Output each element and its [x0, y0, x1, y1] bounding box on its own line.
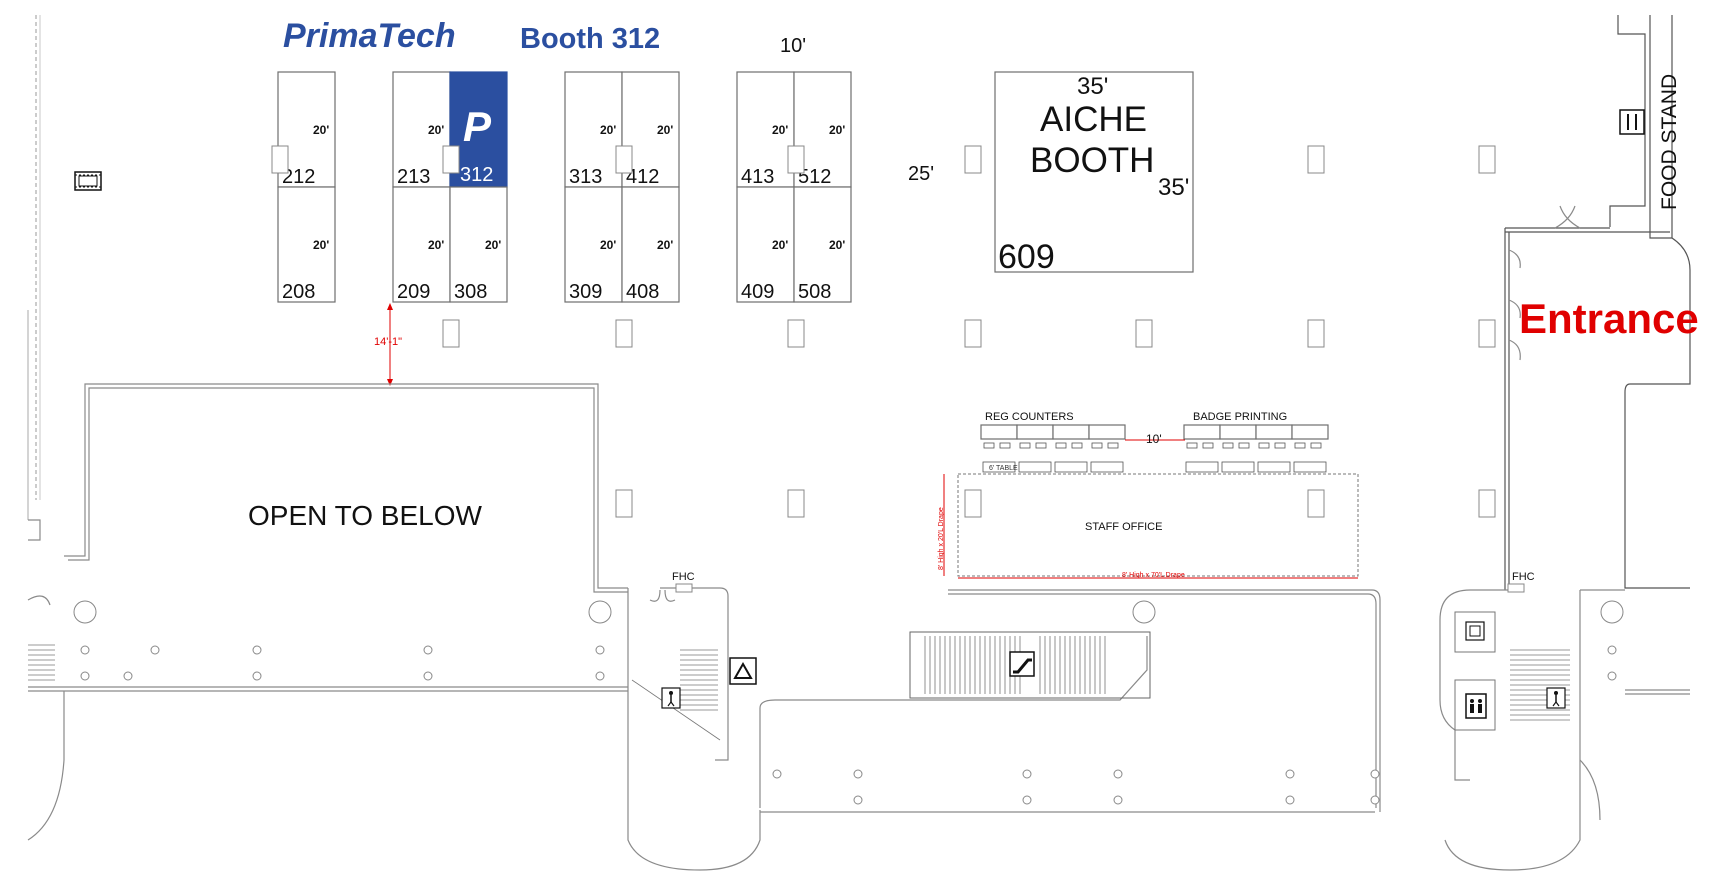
svg-text:20': 20'	[313, 123, 329, 137]
aiche-line2: BOOTH	[1030, 141, 1154, 180]
svg-text:20': 20'	[772, 238, 788, 252]
svg-text:14'-1": 14'-1"	[374, 336, 402, 348]
booth-block-4	[736, 71, 852, 303]
left-stair-core: FHC	[627, 571, 761, 871]
booth-308: 308	[454, 281, 487, 303]
booth-depth-labels: 20' 20' 20' 20' 20' 20' 20' 20' 20' 20' …	[313, 123, 845, 252]
badge-printing-label: BADGE PRINTING	[1193, 411, 1287, 423]
food-stand: FOOD STAND	[1619, 74, 1681, 210]
aiche-line1: AICHE	[1040, 100, 1147, 139]
booth-309: 309	[569, 281, 602, 303]
left-wall	[27, 15, 41, 520]
booth-label: Booth 312	[520, 23, 660, 55]
fhc-right-label: FHC	[1512, 571, 1535, 583]
booth-412: 412	[626, 166, 659, 188]
svg-text:20': 20'	[600, 123, 616, 137]
booth-block-2	[392, 71, 508, 303]
reg-gap-dimension: 10'	[1125, 432, 1185, 446]
open-to-below-area: OPEN TO BELOW	[64, 383, 628, 593]
booth-408: 408	[626, 281, 659, 303]
svg-text:20': 20'	[485, 238, 501, 252]
aiche-width: 35'	[1077, 73, 1108, 100]
staff-office-label: STAFF OFFICE	[1085, 521, 1162, 533]
aisle-dimension: 14'-1"	[374, 303, 402, 386]
reg-counters: REG COUNTERS 6' TABLE	[980, 411, 1126, 473]
booth-312: 312	[460, 164, 493, 186]
badge-printing: BADGE PRINTING	[1183, 411, 1329, 473]
svg-text:20': 20'	[428, 123, 444, 137]
svg-text:20': 20'	[829, 238, 845, 252]
columns-row-3	[615, 489, 1496, 518]
open-to-below-label: OPEN TO BELOW	[248, 500, 482, 531]
booth-508: 508	[798, 281, 831, 303]
columns-row-2	[442, 319, 1496, 348]
reg-counters-label: REG COUNTERS	[985, 411, 1074, 423]
food-stand-label: FOOD STAND	[1658, 74, 1681, 210]
svg-text:20': 20'	[600, 238, 616, 252]
elevator-icon	[1465, 693, 1487, 719]
svg-text:10': 10'	[1146, 432, 1162, 446]
drape-side-label: 8' High x 20'L Drape	[938, 507, 945, 570]
booth-block-1	[277, 71, 336, 303]
right-wall	[1504, 15, 1691, 590]
svg-text:20': 20'	[772, 123, 788, 137]
aiche-gap-dim: 25'	[908, 163, 934, 185]
drape-bottom-label: 8' High x 70'L Drape	[1122, 572, 1185, 579]
staff-office: STAFF OFFICE 8' High x 70'L Drape 8' Hig…	[938, 473, 1359, 579]
svg-text:20': 20'	[657, 238, 673, 252]
booth-numbers: 212 213 312 313 412 413 512 208 209 308 …	[282, 164, 831, 303]
recycle-icon	[729, 657, 757, 685]
brand-logo: PrimaTech	[283, 17, 456, 55]
reg-table-label: 6' TABLE	[989, 465, 1018, 472]
booth-213: 213	[397, 166, 430, 188]
svg-text:20': 20'	[829, 123, 845, 137]
booth-413: 413	[741, 166, 774, 188]
p-logo-icon: P	[463, 103, 492, 150]
booth-212: 212	[282, 166, 315, 188]
stairs-person-icon-left	[661, 687, 681, 709]
svg-text:20': 20'	[657, 123, 673, 137]
entrance-label: Entrance	[1519, 295, 1699, 342]
aiche-height: 35'	[1158, 174, 1189, 201]
center-lower-area	[759, 589, 1381, 813]
booth-512: 512	[798, 166, 831, 188]
booth-409: 409	[741, 281, 774, 303]
fork-knife-icon	[1619, 109, 1645, 135]
booth-block-3	[564, 71, 680, 303]
columns-row-1	[271, 145, 1496, 174]
booth-208: 208	[282, 281, 315, 303]
aiche-number: 609	[998, 238, 1055, 276]
aiche-booth: 35' AICHE BOOTH 35' 609	[994, 71, 1194, 276]
svg-text:20': 20'	[428, 238, 444, 252]
svg-text:20': 20'	[313, 238, 329, 252]
lower-left-area	[27, 519, 628, 841]
escalator-icon	[1009, 651, 1035, 677]
fhc-left-label: FHC	[672, 571, 695, 583]
elevator-box-icon	[1465, 621, 1485, 641]
film-icon	[74, 171, 102, 191]
dim-top-ten: 10'	[780, 35, 806, 57]
right-stair-core: FHC	[1439, 571, 1690, 871]
stairs-person-icon-right	[1546, 687, 1566, 709]
booth-313: 313	[569, 166, 602, 188]
booth-209: 209	[397, 281, 430, 303]
